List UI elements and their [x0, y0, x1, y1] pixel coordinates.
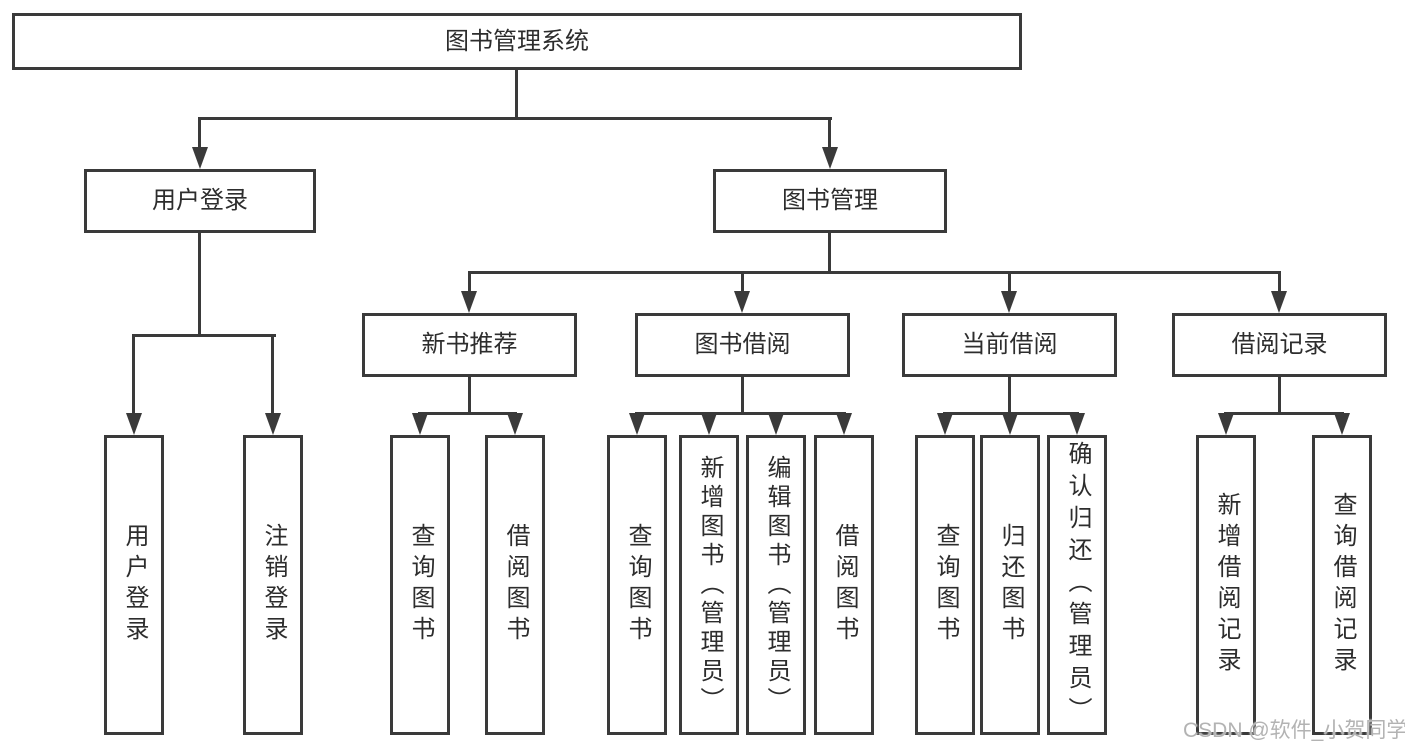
leaf-query-book-3: 查询图书: [915, 435, 975, 735]
connector-user-rail: [132, 334, 276, 337]
node-book-borrow: 图书借阅: [635, 313, 850, 377]
arrowhead-leaf-user-login: [126, 413, 142, 435]
leaf-query-book-2-label: 查询图书: [624, 523, 651, 647]
arrowhead-new-book: [461, 291, 477, 313]
arrowhead-current-borrow: [1001, 291, 1017, 313]
arrowhead-return-book: [1002, 413, 1018, 435]
leaf-confirm-return: 确认归还（管理员）: [1047, 435, 1107, 735]
arrowhead-confirm-return: [1069, 413, 1085, 435]
node-user-login-label: 用户登录: [152, 187, 248, 214]
leaf-query-book-3-label: 查询图书: [932, 523, 959, 647]
connector-user-drop-2: [271, 334, 274, 414]
leaf-borrow-book-1-label: 借阅图书: [502, 523, 529, 647]
leaf-add-record: 新增借阅记录: [1196, 435, 1256, 735]
arrowhead-add-book: [701, 413, 717, 435]
leaf-query-book-1: 查询图书: [390, 435, 450, 735]
arrowhead-borrow-record: [1271, 291, 1287, 313]
node-root-label: 图书管理系统: [445, 27, 589, 55]
connector-user-drop-1: [132, 334, 135, 414]
arrowhead-edit-book: [768, 413, 784, 435]
connector-mgmt-drop-4: [1278, 271, 1281, 293]
connector-current-stem: [1008, 377, 1011, 415]
leaf-logout-label: 注销登录: [260, 523, 287, 647]
arrowhead-query-book-3: [937, 413, 953, 435]
leaf-borrow-book-2: 借阅图书: [814, 435, 874, 735]
arrowhead-query-record: [1334, 413, 1350, 435]
node-new-book-label: 新书推荐: [421, 331, 518, 358]
leaf-add-record-label: 新增借阅记录: [1213, 492, 1240, 678]
connector-mgmt-drop-2: [741, 271, 744, 293]
arrowhead-leaf-logout: [265, 413, 281, 435]
leaf-return-book: 归还图书: [980, 435, 1040, 735]
node-current-borrow: 当前借阅: [902, 313, 1117, 377]
node-borrow-record-label: 借阅记录: [1231, 331, 1328, 358]
connector-newbook-rail: [418, 412, 517, 415]
connector-newbook-stem: [468, 377, 471, 415]
arrowhead-book-borrow: [734, 291, 750, 313]
node-root: 图书管理系统: [12, 13, 1022, 70]
watermark: CSDN @软件_小贺同学: [1183, 719, 1405, 742]
node-book-borrow-label: 图书借阅: [694, 331, 791, 358]
arrowhead-query-book-1: [412, 413, 428, 435]
node-book-mgmt: 图书管理: [713, 169, 947, 233]
node-borrow-record: 借阅记录: [1172, 313, 1387, 377]
leaf-query-book-1-label: 查询图书: [407, 523, 434, 647]
connector-record-rail: [1224, 412, 1344, 415]
connector-mgmt-rail: [468, 271, 1281, 274]
connector-user-stem: [198, 233, 201, 337]
arrowhead-user-login: [192, 147, 208, 169]
connector-mgmt-drop-3: [1008, 271, 1011, 293]
leaf-edit-book-label: 编辑图书（管理员）: [763, 454, 790, 716]
leaf-logout: 注销登录: [243, 435, 303, 735]
connector-root-rail: [198, 117, 832, 120]
node-new-book: 新书推荐: [362, 313, 577, 377]
node-current-borrow-label: 当前借阅: [961, 331, 1058, 358]
connector-root-drop-left: [198, 117, 201, 149]
leaf-query-record: 查询借阅记录: [1312, 435, 1372, 735]
leaf-borrow-book-2-label: 借阅图书: [831, 523, 858, 647]
node-book-mgmt-label: 图书管理: [782, 187, 878, 214]
arrowhead-add-record: [1218, 413, 1234, 435]
arrowhead-borrow-book-1: [507, 413, 523, 435]
arrowhead-borrow-book-2: [836, 413, 852, 435]
leaf-edit-book: 编辑图书（管理员）: [746, 435, 806, 735]
connector-record-stem: [1278, 377, 1281, 415]
leaf-confirm-return-label: 确认归还（管理员）: [1064, 441, 1091, 729]
leaf-user-login-label: 用户登录: [121, 523, 148, 647]
node-user-login: 用户登录: [84, 169, 316, 233]
leaf-return-book-label: 归还图书: [997, 523, 1024, 647]
leaf-query-book-2: 查询图书: [607, 435, 667, 735]
leaf-borrow-book-1: 借阅图书: [485, 435, 545, 735]
connector-root-stem: [515, 70, 518, 120]
leaf-add-book: 新增图书（管理员）: [679, 435, 739, 735]
arrowhead-book-mgmt: [822, 147, 838, 169]
arrowhead-query-book-2: [629, 413, 645, 435]
leaf-add-book-label: 新增图书（管理员）: [696, 454, 723, 716]
connector-mgmt-drop-1: [468, 271, 471, 293]
connector-borrow-stem: [741, 377, 744, 415]
leaf-user-login: 用户登录: [104, 435, 164, 735]
leaf-query-record-label: 查询借阅记录: [1329, 492, 1356, 678]
connector-mgmt-stem: [828, 233, 831, 274]
connector-borrow-rail: [635, 412, 846, 415]
connector-root-drop-right: [828, 117, 831, 149]
